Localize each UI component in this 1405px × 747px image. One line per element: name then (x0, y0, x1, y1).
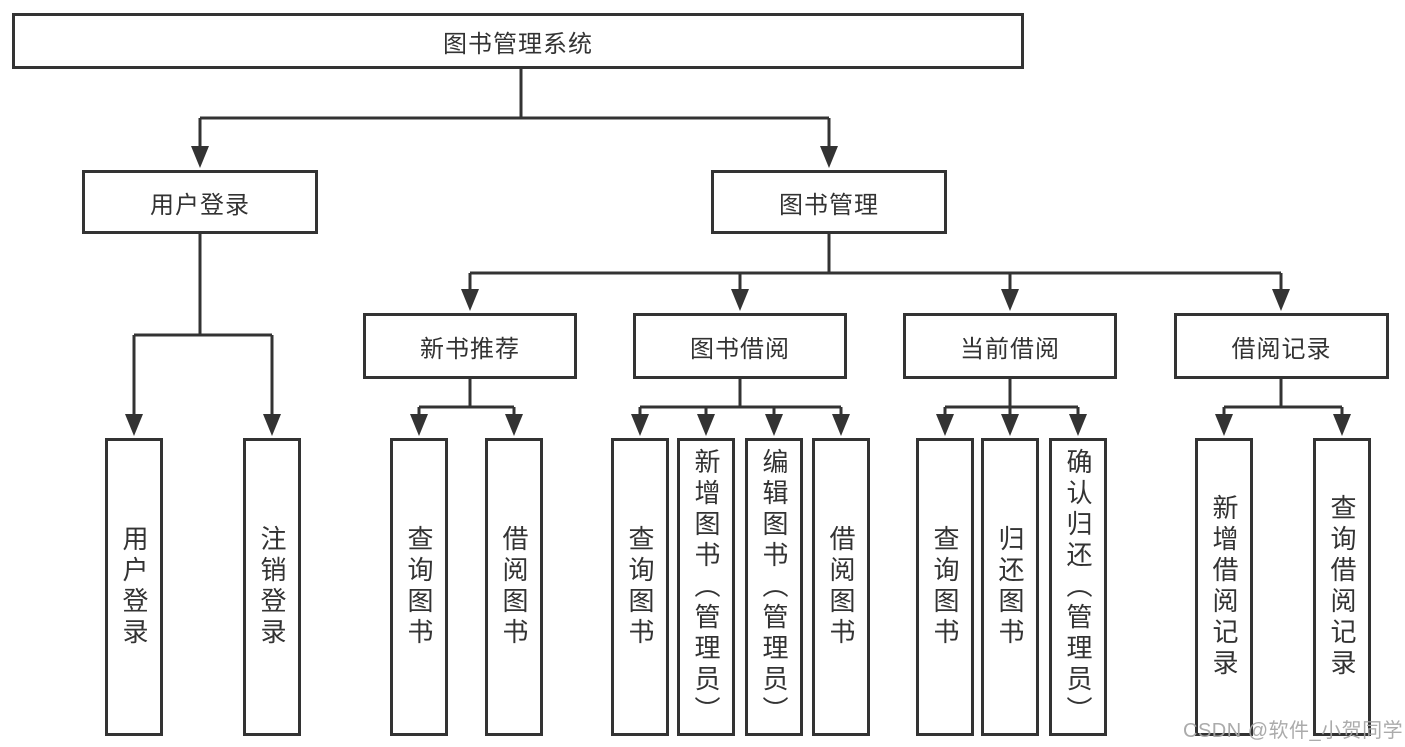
node-label: 查询图书 (930, 525, 960, 649)
node-label: 图书借阅 (690, 335, 790, 363)
node-label: 图书管理 (779, 191, 879, 219)
connector-book-borrow-to-leaves (631, 379, 850, 436)
leaf-user-login: 用户登录 (105, 438, 163, 736)
node-label: 新增图书（管理员） (691, 447, 721, 727)
node-label: 注销登录 (257, 525, 287, 649)
node-user-login: 用户登录 (82, 170, 318, 234)
arrowhead-down-icon (936, 414, 954, 436)
connector-root-to-level2 (191, 69, 838, 168)
leaf-bb-query-book: 查询图书 (611, 438, 669, 736)
node-book-borrow: 图书借阅 (633, 313, 847, 379)
arrowhead-down-icon (1001, 289, 1019, 311)
leaf-cb-return-book: 归还图书 (981, 438, 1039, 736)
leaf-bb-edit-book-admin: 编辑图书（管理员） (745, 438, 803, 736)
node-label: 查询图书 (625, 525, 655, 649)
node-label: 编辑图书（管理员） (759, 447, 789, 727)
arrowhead-down-icon (461, 289, 479, 311)
arrowhead-down-icon (191, 146, 209, 168)
node-label: 查询图书 (404, 525, 434, 649)
leaf-nbr-borrow-book: 借阅图书 (485, 438, 543, 736)
leaf-cb-confirm-return-admin: 确认归还（管理员） (1049, 438, 1107, 736)
node-label: 借阅图书 (499, 525, 529, 649)
arrowhead-down-icon (1272, 289, 1290, 311)
arrowhead-down-icon (1001, 414, 1019, 436)
arrowhead-down-icon (1215, 414, 1233, 436)
arrowhead-down-icon (697, 414, 715, 436)
arrowhead-down-icon (125, 414, 143, 436)
node-label: 归还图书 (995, 525, 1025, 649)
arrowhead-down-icon (820, 146, 838, 168)
arrowhead-down-icon (410, 414, 428, 436)
arrowhead-down-icon (765, 414, 783, 436)
arrowhead-down-icon (1069, 414, 1087, 436)
leaf-br-query-record: 查询借阅记录 (1313, 438, 1371, 736)
connector-user-login-to-leaves (125, 234, 281, 436)
leaf-logout-login: 注销登录 (243, 438, 301, 736)
node-label: 用户登录 (150, 191, 250, 219)
node-label: 新书推荐 (420, 335, 520, 363)
node-borrow-records: 借阅记录 (1174, 313, 1389, 379)
arrowhead-down-icon (263, 414, 281, 436)
node-label: 确认归还（管理员） (1063, 447, 1093, 727)
arrowhead-down-icon (832, 414, 850, 436)
arrowhead-down-icon (505, 414, 523, 436)
arrowhead-down-icon (1333, 414, 1351, 436)
node-label: 图书管理系统 (443, 30, 593, 58)
node-label: 借阅记录 (1231, 335, 1332, 363)
leaf-bb-borrow-book: 借阅图书 (812, 438, 870, 736)
leaf-cb-query-book: 查询图书 (916, 438, 974, 736)
node-label: 新增借阅记录 (1209, 494, 1239, 680)
node-new-book-recommend: 新书推荐 (363, 313, 577, 379)
node-label: 借阅图书 (826, 525, 856, 649)
connector-book-mgmt-to-level3 (461, 234, 1290, 311)
leaf-nbr-query-book: 查询图书 (390, 438, 448, 736)
node-root-system: 图书管理系统 (12, 13, 1024, 69)
connector-borrow-record-to-leaves (1215, 379, 1351, 436)
arrowhead-down-icon (631, 414, 649, 436)
node-label: 当前借阅 (960, 335, 1060, 363)
node-book-management: 图书管理 (711, 170, 947, 234)
connector-new-book-rec-to-leaves (410, 379, 523, 436)
node-label: 查询借阅记录 (1327, 494, 1357, 680)
leaf-br-add-record: 新增借阅记录 (1195, 438, 1253, 736)
connector-current-borrow-to-leaves (936, 379, 1087, 436)
node-label: 用户登录 (119, 525, 149, 649)
node-current-borrow: 当前借阅 (903, 313, 1117, 379)
csdn-watermark: CSDN @软件_小贺同学 (1183, 720, 1404, 742)
leaf-bb-add-book-admin: 新增图书（管理员） (677, 438, 735, 736)
arrowhead-down-icon (731, 289, 749, 311)
